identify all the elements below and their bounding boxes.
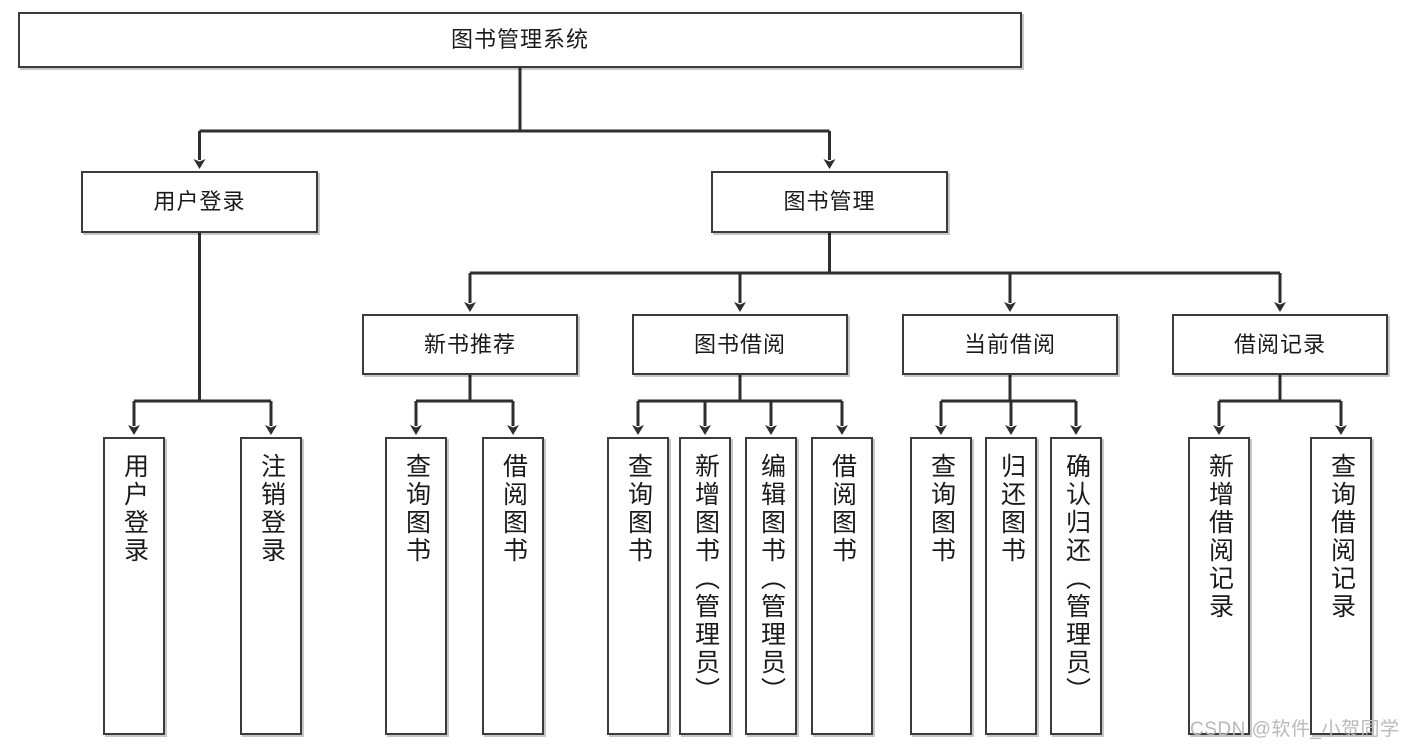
node-leaf-logout[interactable]: 注销登录 bbox=[240, 437, 302, 735]
node-book-borrow[interactable]: 图书借阅 bbox=[632, 314, 848, 375]
node-leaf-query-book-1[interactable]: 查询图书 bbox=[385, 437, 447, 735]
node-label: 借阅记录 bbox=[1233, 331, 1326, 357]
node-label: 查询图书 bbox=[927, 453, 956, 565]
node-label: 用户登录 bbox=[153, 189, 246, 215]
node-label: 新增图书（管理员） bbox=[691, 453, 720, 705]
node-label: 当前借阅 bbox=[963, 331, 1056, 357]
node-leaf-edit-book[interactable]: 编辑图书（管理员） bbox=[745, 437, 797, 735]
node-label: 查询借阅记录 bbox=[1327, 453, 1356, 621]
node-label: 归还图书 bbox=[997, 453, 1026, 565]
node-label: 查询图书 bbox=[402, 453, 431, 565]
node-leaf-add-book[interactable]: 新增图书（管理员） bbox=[679, 437, 731, 735]
node-current-borrow[interactable]: 当前借阅 bbox=[902, 314, 1118, 375]
node-label: 借阅图书 bbox=[828, 453, 857, 565]
node-leaf-query-record[interactable]: 查询借阅记录 bbox=[1310, 437, 1372, 735]
node-leaf-borrow-book-1[interactable]: 借阅图书 bbox=[482, 437, 544, 735]
node-label: 注销登录 bbox=[257, 453, 286, 565]
node-label: 图书管理系统 bbox=[450, 27, 589, 53]
node-label: 图书管理 bbox=[783, 189, 876, 215]
node-label: 新增借阅记录 bbox=[1205, 453, 1234, 621]
node-label: 图书借阅 bbox=[693, 331, 786, 357]
node-leaf-confirm-return[interactable]: 确认归还（管理员） bbox=[1050, 437, 1102, 735]
node-borrow-record[interactable]: 借阅记录 bbox=[1172, 314, 1388, 375]
node-label: 确认归还（管理员） bbox=[1062, 453, 1091, 705]
node-user-login[interactable]: 用户登录 bbox=[81, 171, 318, 233]
csdn-watermark: CSDN @软件_小贺同学 bbox=[1190, 719, 1400, 740]
node-book-manage[interactable]: 图书管理 bbox=[711, 171, 948, 233]
node-leaf-query-book-3[interactable]: 查询图书 bbox=[910, 437, 972, 735]
node-label: 查询图书 bbox=[624, 453, 653, 565]
node-label: 新书推荐 bbox=[423, 331, 516, 357]
node-leaf-query-book-2[interactable]: 查询图书 bbox=[607, 437, 669, 735]
node-root[interactable]: 图书管理系统 bbox=[18, 12, 1022, 68]
node-label: 借阅图书 bbox=[499, 453, 528, 565]
node-leaf-return-book[interactable]: 归还图书 bbox=[985, 437, 1037, 735]
node-label: 编辑图书（管理员） bbox=[757, 453, 786, 705]
node-leaf-borrow-book-2[interactable]: 借阅图书 bbox=[811, 437, 873, 735]
node-label: 用户登录 bbox=[120, 453, 149, 565]
node-new-book-rec[interactable]: 新书推荐 bbox=[362, 314, 578, 375]
node-leaf-add-record[interactable]: 新增借阅记录 bbox=[1188, 437, 1250, 735]
node-leaf-user-login[interactable]: 用户登录 bbox=[103, 437, 165, 735]
